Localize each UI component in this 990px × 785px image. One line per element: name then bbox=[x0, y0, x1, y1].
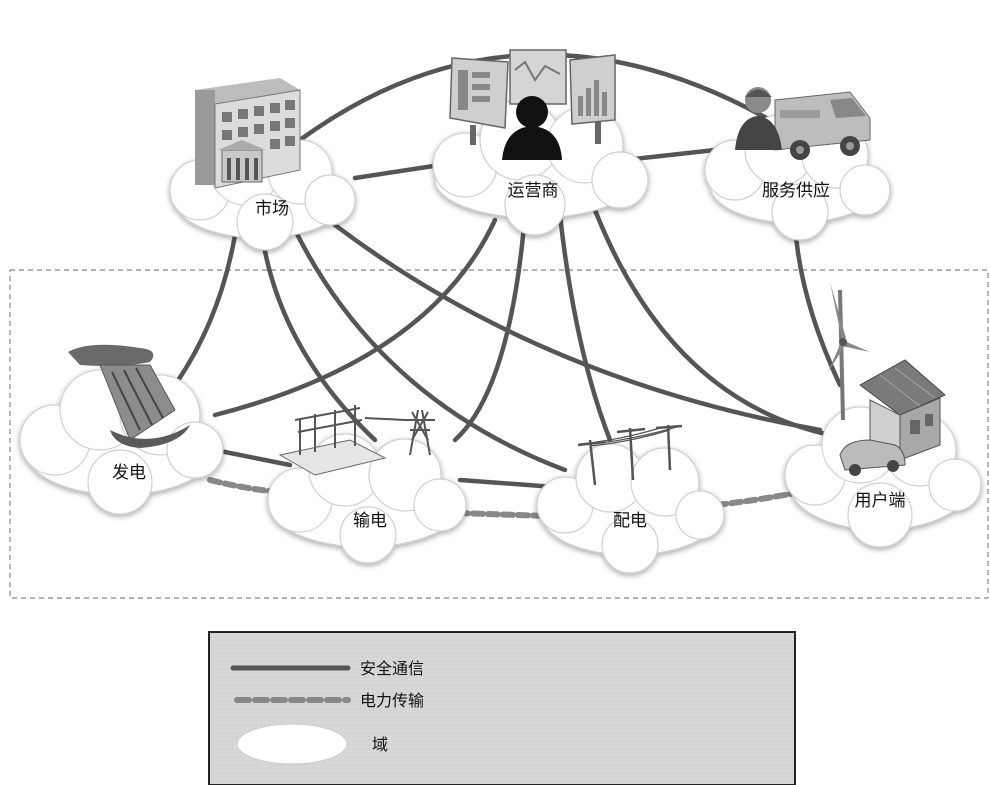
label-transmission: 输电 bbox=[353, 511, 387, 531]
cloud-distribution bbox=[536, 443, 725, 574]
legend-secure-label: 安全通信 bbox=[360, 659, 424, 678]
label-service: 服务供应 bbox=[762, 181, 830, 201]
transmission-substation-icon bbox=[278, 405, 435, 476]
smart-home-icon bbox=[828, 282, 946, 476]
link-transmission-distribution bbox=[457, 477, 558, 490]
legend-domain-label: 域 bbox=[372, 735, 388, 754]
link-market-generation bbox=[172, 232, 238, 388]
link-operator-distribution bbox=[557, 212, 613, 443]
link-market-distribution bbox=[292, 227, 568, 473]
link-operator-generation bbox=[212, 217, 498, 418]
link-operator-customer bbox=[592, 207, 833, 438]
label-generation: 发电 bbox=[112, 463, 146, 483]
lower-domain-boundary bbox=[9, 269, 989, 599]
legend: 安全通信 电力传输 域 bbox=[208, 631, 796, 785]
label-customer: 用户端 bbox=[855, 491, 906, 511]
link-generation-transmission bbox=[212, 447, 293, 468]
link-operator-transmission bbox=[452, 212, 528, 443]
distribution-pole-icon bbox=[577, 424, 683, 486]
hydro-dam-icon bbox=[68, 344, 190, 448]
link-market-operator bbox=[352, 162, 443, 181]
operator-workstation-icon bbox=[449, 49, 616, 160]
legend-domain-cloud bbox=[236, 723, 348, 765]
label-market: 市场 bbox=[255, 199, 289, 219]
power-transmission-distribution bbox=[455, 510, 551, 519]
label-operator: 运营商 bbox=[508, 181, 559, 201]
link-operator-service bbox=[622, 147, 718, 163]
office-building-icon bbox=[195, 78, 301, 189]
service-vehicle-icon bbox=[735, 87, 871, 160]
link-market-customer bbox=[332, 222, 823, 433]
power-distribution-customer bbox=[713, 489, 803, 508]
cloud-transmission bbox=[267, 433, 467, 564]
link-market-transmission bbox=[259, 232, 378, 443]
cloud-operator bbox=[432, 99, 649, 236]
legend-power-label: 电力传输 bbox=[360, 691, 424, 710]
label-distribution: 配电 bbox=[613, 511, 647, 531]
